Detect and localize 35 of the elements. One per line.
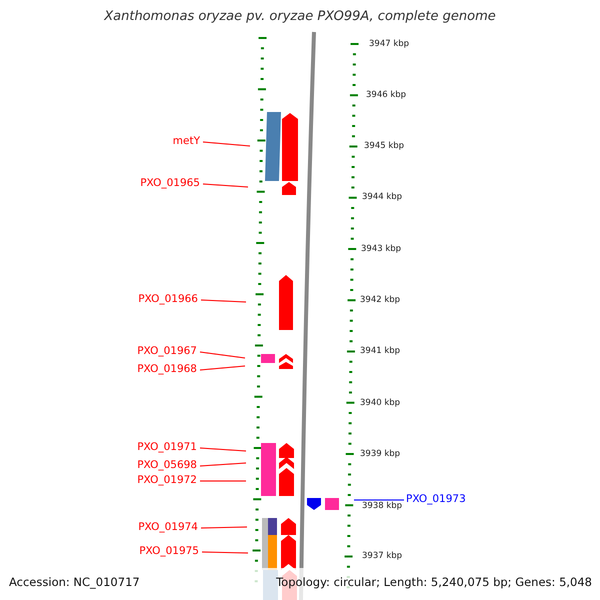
position-label: 3938 kbp bbox=[362, 501, 402, 512]
leader-line bbox=[200, 300, 246, 302]
gene-label: PXO_01973 bbox=[406, 493, 466, 506]
genome-title: Xanthomonas oryzae pv. oryzae PXO99A, complete genome bbox=[102, 9, 497, 24]
position-label: 3946 kbp bbox=[366, 90, 406, 101]
leader-line bbox=[200, 462, 246, 466]
gene-label: PXO_01971 bbox=[137, 441, 197, 454]
leader-line bbox=[200, 480, 246, 482]
leader-line bbox=[200, 366, 246, 370]
leader-line bbox=[202, 184, 248, 188]
leader-line bbox=[200, 352, 246, 358]
leader-line bbox=[202, 552, 248, 554]
gene-label: metY bbox=[172, 135, 200, 148]
position-label: 3945 kbp bbox=[364, 141, 404, 152]
leader-line bbox=[200, 448, 246, 452]
position-label: 3940 kbp bbox=[360, 398, 400, 409]
accession-text: Accession: NC_010717 bbox=[9, 575, 140, 589]
position-label: 3943 kbp bbox=[361, 244, 402, 255]
gene-label: PXO_05698 bbox=[137, 459, 197, 472]
gene-label: PXO_01968 bbox=[137, 363, 197, 376]
position-label: 3939 kbp bbox=[360, 449, 400, 460]
gene-label: PXO_01965 bbox=[140, 177, 200, 190]
genome-summary-text: Topology: circular; Length: 5,240,075 bp; Genes: 5,048 bbox=[276, 575, 592, 589]
gene-label: PXO_01967 bbox=[137, 345, 197, 358]
leader-line bbox=[200, 526, 248, 528]
position-label: 3937 kbp bbox=[362, 551, 402, 562]
gene-label: PXO_01974 bbox=[138, 521, 198, 534]
position-label: 3942 kbp bbox=[360, 295, 400, 306]
position-label: 3947 kbp bbox=[369, 39, 410, 50]
position-label: 3944 kbp bbox=[362, 192, 402, 203]
gene-label: PXO_01966 bbox=[138, 293, 198, 306]
gene-label: PXO_01972 bbox=[137, 474, 197, 487]
position-label: 3941 kbp bbox=[360, 346, 400, 357]
gene-label: PXO_01975 bbox=[139, 545, 199, 558]
leader-line bbox=[202, 142, 250, 146]
